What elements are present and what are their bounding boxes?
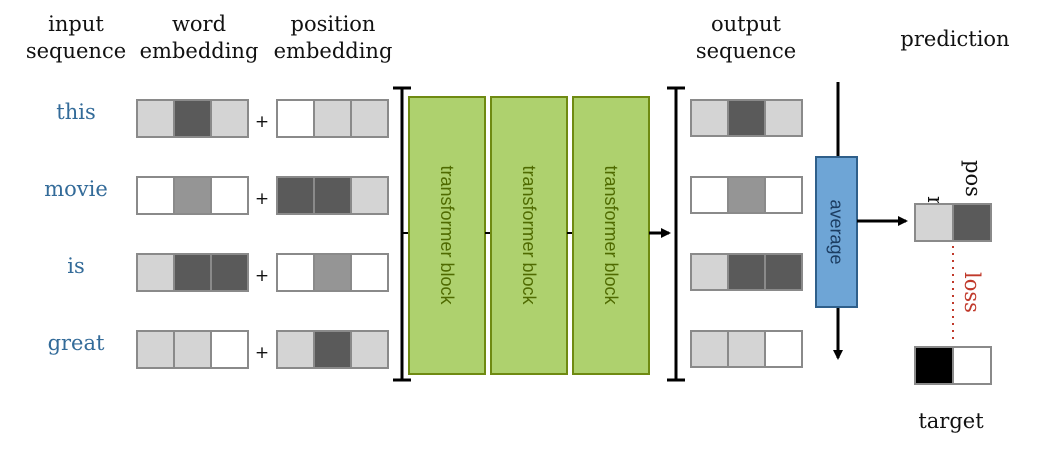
- word-embedding-cell-r3-c3: [210, 253, 249, 292]
- output-embedding-cell-r1-c3: [764, 99, 803, 137]
- word-embedding-grid: [136, 99, 249, 369]
- plus-sign-row2: +: [255, 189, 269, 209]
- output-bracket: [667, 86, 685, 382]
- transformer-block-1: transformer block: [408, 96, 486, 375]
- transformer-block-3-label: transformer block: [601, 165, 621, 305]
- word-embedding-cell-r4-c3: [210, 330, 249, 369]
- token-this: this: [56, 100, 95, 124]
- word-embedding-cell-r3-c2: [173, 253, 212, 292]
- token-movie: movie: [44, 177, 108, 201]
- output-embedding-cell-r4-c1: [690, 330, 729, 368]
- output-embedding-cell-r1-c1: [690, 99, 729, 137]
- target-cell-r1-c1: [914, 346, 954, 385]
- prediction-vector: [914, 203, 992, 242]
- prediction-cell-r1-c2: [952, 203, 992, 242]
- position-embedding-cell-r1-c2: [313, 99, 352, 138]
- input-bracket: [393, 86, 411, 382]
- position-embedding-cell-r4-c3: [350, 330, 389, 369]
- token-great: great: [48, 331, 105, 355]
- transformer-block-3: transformer block: [572, 96, 650, 375]
- output-embedding-cell-r3-c1: [690, 253, 729, 291]
- output-header-line2: sequence: [696, 39, 796, 63]
- word-embedding-cell-r1-c2: [173, 99, 212, 138]
- word-embedding-cell-r2-c3: [210, 176, 249, 215]
- position-embedding-cell-r4-c1: [276, 330, 315, 369]
- plus-sign-row1: +: [255, 112, 269, 132]
- word-embedding-cell-r4-c2: [173, 330, 212, 369]
- position-embedding-cell-r2-c1: [276, 176, 315, 215]
- output-embedding-grid: [690, 99, 803, 368]
- word-embedding-cell-r2-c2: [173, 176, 212, 215]
- position-embedding-cell-r2-c3: [350, 176, 389, 215]
- word-header-line2: embedding: [140, 39, 259, 63]
- output-embedding-cell-r3-c2: [727, 253, 766, 291]
- word-embedding-cell-r4-c1: [136, 330, 175, 369]
- output-embedding-cell-r1-c2: [727, 99, 766, 137]
- plus-sign-row3: +: [255, 266, 269, 286]
- prediction-cell-r1-c1: [914, 203, 954, 242]
- target-vector: [914, 346, 992, 385]
- position-header-line2: embedding: [274, 39, 393, 63]
- word-embedding-cell-r3-c1: [136, 253, 175, 292]
- average-label: average: [827, 199, 847, 264]
- position-embedding-cell-r3-c2: [313, 253, 352, 292]
- loss-label: loss: [960, 272, 984, 313]
- output-embedding-cell-r2-c3: [764, 176, 803, 214]
- output-embedding-cell-r2-c1: [690, 176, 729, 214]
- average-box: average: [815, 156, 858, 308]
- word-embedding-cell-r1-c3: [210, 99, 249, 138]
- position-header-line1: position: [291, 12, 376, 36]
- position-embedding-cell-r3-c1: [276, 253, 315, 292]
- target-cell-r1-c2: [952, 346, 992, 385]
- transformer-block-2: transformer block: [490, 96, 568, 375]
- transformer-block-1-label: transformer block: [437, 165, 457, 305]
- transformer-block-2-label: transformer block: [519, 165, 539, 305]
- output-embedding-cell-r4-c3: [764, 330, 803, 368]
- position-embedding-cell-r4-c2: [313, 330, 352, 369]
- plus-sign-row4: +: [255, 343, 269, 363]
- class-label-pos: pos: [961, 160, 985, 197]
- position-embedding-cell-r1-c1: [276, 99, 315, 138]
- token-is: is: [67, 254, 85, 278]
- input-header-line1: input: [48, 12, 104, 36]
- prediction-header: prediction: [900, 27, 1009, 51]
- output-embedding-cell-r4-c2: [727, 330, 766, 368]
- word-header-line1: word: [172, 12, 226, 36]
- input-header-line2: sequence: [26, 39, 126, 63]
- position-embedding-cell-r2-c2: [313, 176, 352, 215]
- target-header: target: [918, 409, 984, 433]
- output-embedding-cell-r2-c2: [727, 176, 766, 214]
- position-embedding-cell-r3-c3: [350, 253, 389, 292]
- position-embedding-cell-r1-c3: [350, 99, 389, 138]
- output-embedding-cell-r3-c3: [764, 253, 803, 291]
- output-header-line1: output: [711, 12, 782, 36]
- word-embedding-cell-r2-c1: [136, 176, 175, 215]
- position-embedding-grid: [276, 99, 389, 369]
- word-embedding-cell-r1-c1: [136, 99, 175, 138]
